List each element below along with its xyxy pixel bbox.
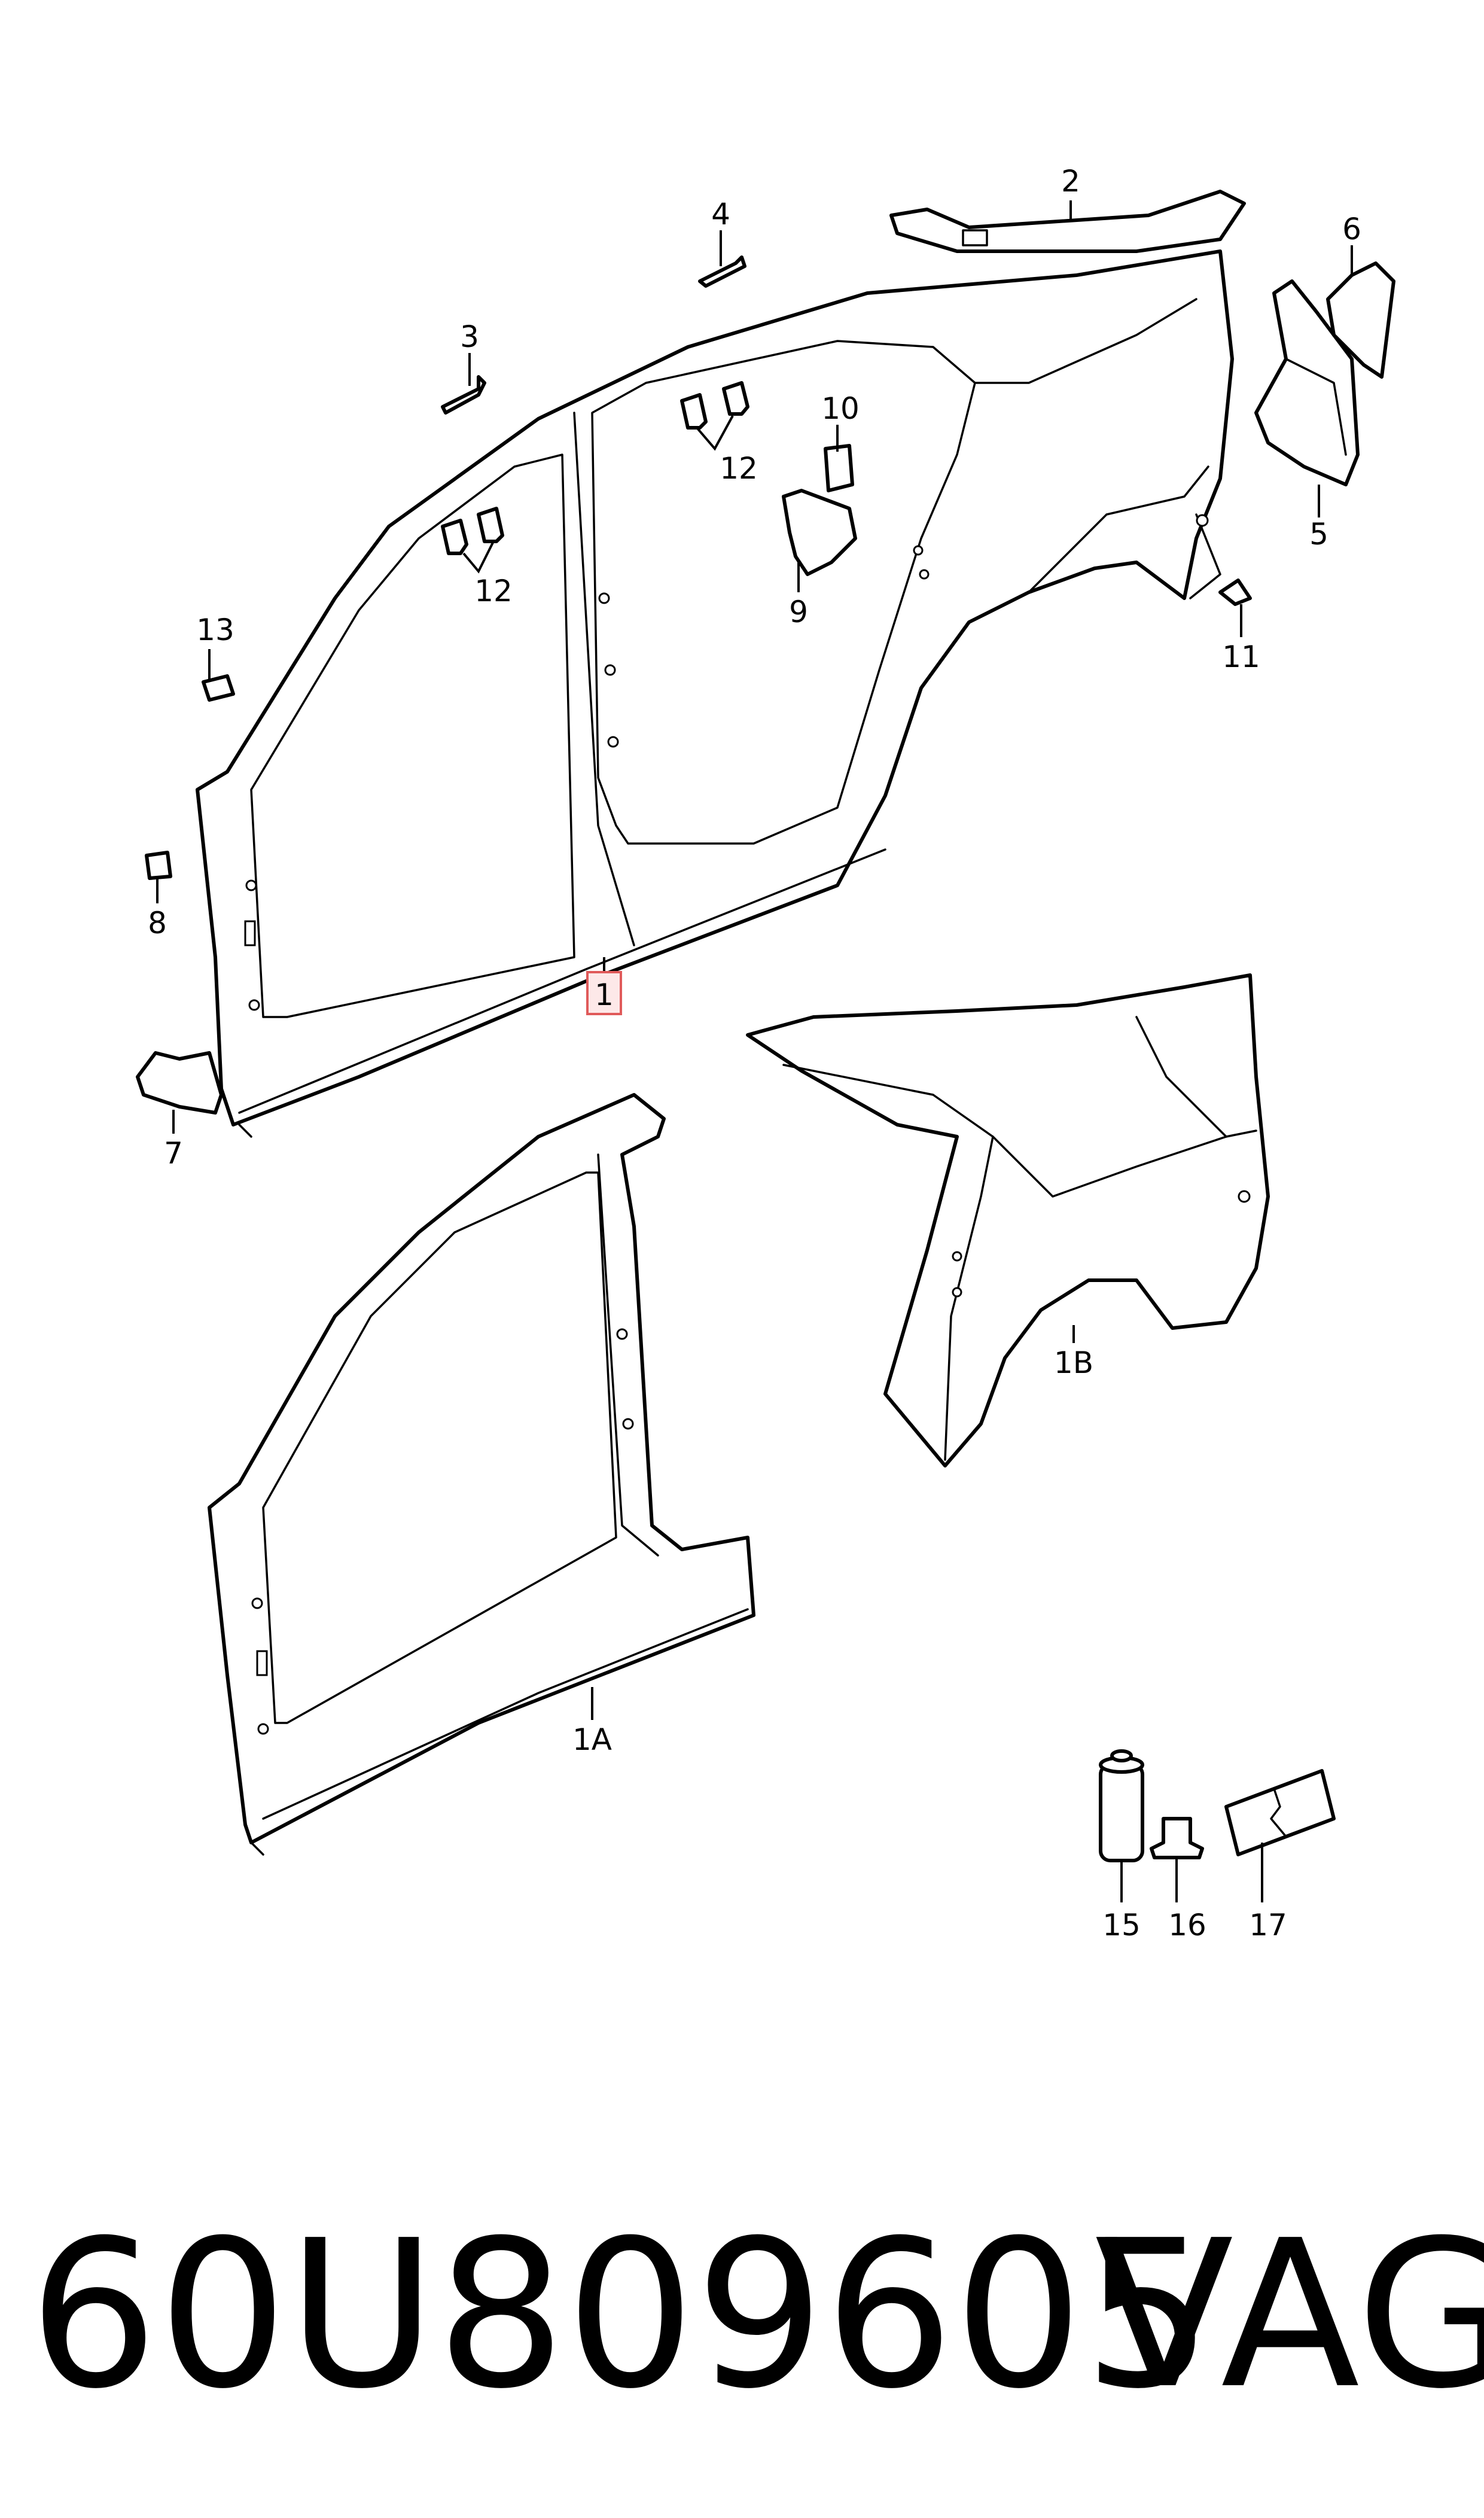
bracket-10 — [824, 444, 854, 492]
parts-diagram: 1 1A 1B 2 3 4 5 6 7 8 9 10 11 12 12 13 1… — [136, 164, 1395, 1942]
callout-7[interactable]: 7 — [164, 1136, 183, 1171]
callout-2[interactable]: 2 — [1061, 164, 1080, 199]
hinge-bracket — [782, 489, 857, 576]
sealant-tube — [1099, 1749, 1144, 1862]
callout-labels: 1 1A 1B 2 3 4 5 6 7 8 9 10 11 12 12 13 1… — [148, 164, 1361, 1942]
leader-lines — [156, 200, 1353, 1902]
callout-8[interactable]: 8 — [148, 906, 167, 940]
callout-11[interactable]: 11 — [1222, 640, 1260, 674]
callout-3[interactable]: 3 — [460, 319, 479, 354]
callout-1-highlight — [586, 971, 622, 1015]
roof-bracket-3 — [441, 375, 486, 415]
callout-1b[interactable]: 1B — [1054, 1345, 1093, 1380]
rear-corner-gusset — [1326, 261, 1395, 379]
callout-9[interactable]: 9 — [789, 595, 808, 629]
callout-5[interactable]: 5 — [1309, 517, 1328, 552]
callout-16[interactable]: 16 — [1168, 1908, 1206, 1942]
callout-4[interactable]: 4 — [711, 197, 730, 232]
plugs-left-pair — [441, 507, 504, 555]
plug-nut — [1150, 1817, 1204, 1859]
brand-name: VAG — [1095, 2197, 1484, 2434]
plugs-right-pair — [680, 381, 749, 430]
callout-13[interactable]: 13 — [196, 613, 234, 647]
callout-17[interactable]: 17 — [1249, 1908, 1287, 1942]
front-lower-bracket — [136, 1051, 223, 1115]
callout-12-right[interactable]: 12 — [720, 451, 758, 486]
callout-15[interactable]: 15 — [1102, 1908, 1141, 1942]
small-clip-8 — [145, 851, 172, 880]
roof-bracket-4 — [698, 255, 746, 288]
part-number: 60U809605 — [29, 2197, 1213, 2434]
front-side-panel — [208, 1093, 755, 1856]
callout-6[interactable]: 6 — [1342, 212, 1361, 246]
roof-rail-strip — [889, 190, 1246, 253]
side-panel-assembly — [196, 249, 1234, 1138]
small-tab-11 — [1218, 578, 1252, 606]
rear-quarter-panel — [746, 973, 1270, 1467]
callout-1[interactable]: 1 — [595, 978, 614, 1012]
sealing-pad — [1224, 1769, 1336, 1856]
callout-10[interactable]: 10 — [821, 391, 860, 426]
callout-1a[interactable]: 1A — [572, 1722, 612, 1757]
clip-13 — [202, 674, 235, 702]
rear-inner-reinforcement — [1254, 279, 1360, 486]
callout-12-left[interactable]: 12 — [474, 574, 513, 608]
